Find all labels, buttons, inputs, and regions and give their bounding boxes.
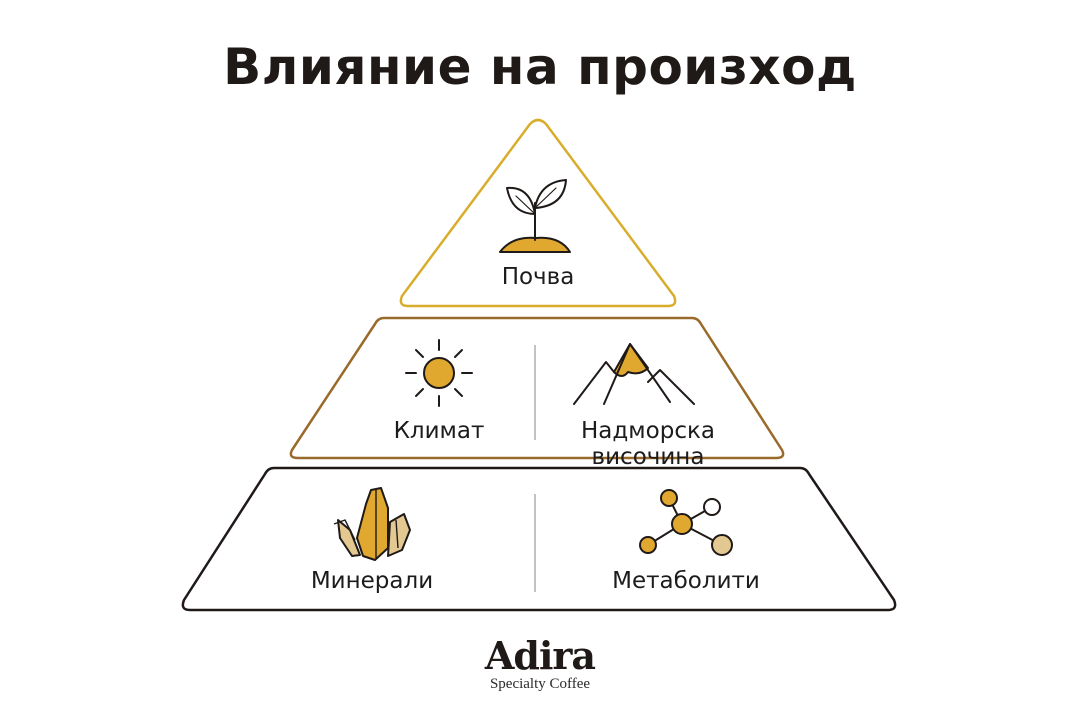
tier-label-climate: Климат (393, 418, 485, 444)
brand-tagline: Specialty Coffee (489, 676, 591, 692)
brand-name: Adira (484, 633, 596, 678)
tier-label-minerals: Минерали (310, 568, 434, 594)
pyramid-top-tier (399, 118, 677, 308)
tier-label-altitude: Надморска височина (581, 418, 715, 470)
brand-logo: Adira Specialty Coffee (440, 636, 640, 693)
tier-label-soil: Почва (501, 264, 575, 290)
page-title: Влияние на произход (223, 38, 857, 96)
molecule-icon (639, 489, 733, 556)
sun-icon (405, 339, 473, 407)
pyramid-middle-tier (289, 316, 785, 460)
tier-label-metabolites: Метаболити (612, 568, 760, 594)
crystal-icon (333, 487, 411, 561)
sprout-soil-icon (499, 179, 571, 253)
mountain-icon (573, 343, 695, 405)
